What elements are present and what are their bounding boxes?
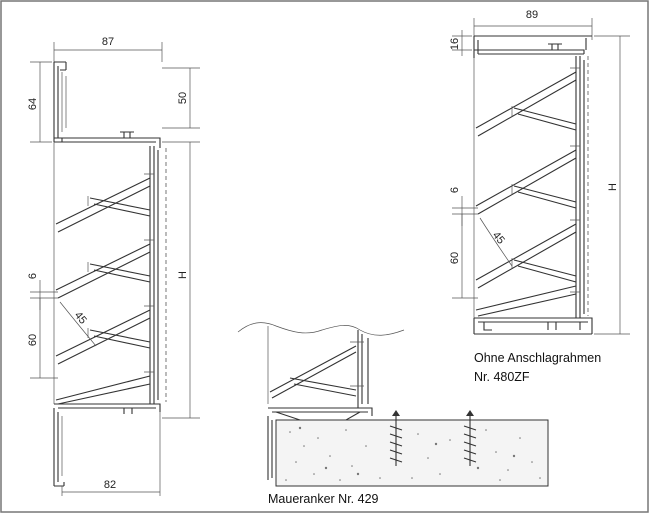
left-louver-blades [55, 173, 154, 405]
left-dim-upper-height: 64 [27, 98, 39, 110]
left-dim-gap: 6 [27, 273, 39, 279]
right-dim-blade: 60 [449, 252, 461, 264]
wall-anchor-right [463, 410, 477, 466]
left-dim-height: H [177, 271, 189, 279]
detail-view: Maueranker Nr. 429 [237, 322, 549, 506]
right-dim-top-height: 16 [449, 38, 461, 50]
wall-anchor-left [389, 410, 403, 466]
right-dim-top-width: 89 [526, 9, 538, 21]
left-dim-angle: 45 [72, 310, 89, 327]
right-dim-angle: 45 [490, 230, 507, 247]
right-dim-gap: 6 [449, 187, 461, 193]
detail-caption: Maueranker Nr. 429 [268, 492, 379, 506]
left-dim-blade: 60 [27, 334, 39, 346]
left-dim-top-width: 87 [102, 36, 114, 48]
right-view: 89 16 H 6 [449, 9, 630, 384]
right-louver-blades [475, 67, 580, 317]
right-caption-line2: Nr. 480ZF [474, 370, 530, 384]
concrete-dots [285, 426, 541, 481]
concrete-wall [275, 419, 549, 487]
left-dim-bottom-width: 82 [104, 479, 116, 491]
left-view: 87 64 50 H [27, 36, 200, 496]
right-dim-height: H [607, 183, 619, 191]
right-caption-line1: Ohne Anschlagrahmen [474, 351, 601, 365]
left-dim-right-top: 50 [177, 92, 189, 104]
